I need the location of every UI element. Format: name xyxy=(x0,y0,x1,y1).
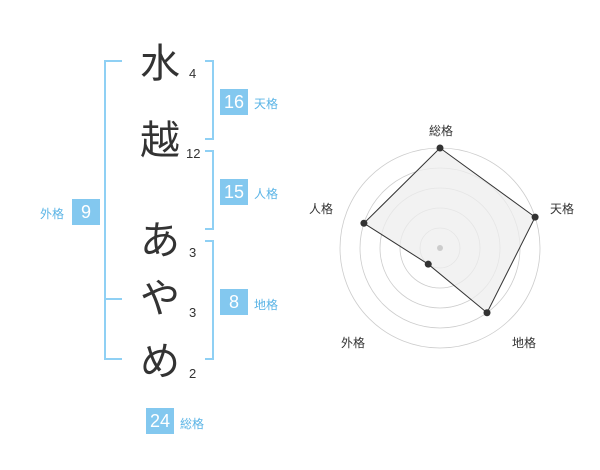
radar-point-4 xyxy=(360,219,368,227)
stroke-count-2: 12 xyxy=(186,146,201,161)
radar-point-1 xyxy=(531,213,539,221)
stroke-count-3: 3 xyxy=(189,245,197,260)
radar-data-polygon xyxy=(363,147,536,314)
name-char-3: あ xyxy=(140,218,180,264)
radar-axis-label-gaikaku: 外格 xyxy=(340,336,365,350)
name-char-2: 越 xyxy=(140,118,180,164)
jinkaku-value: 15 xyxy=(220,179,248,205)
soukaku-label: 総格 xyxy=(180,417,205,431)
name-char-5: め xyxy=(140,339,180,385)
gaikaku-value: 9 xyxy=(72,199,100,225)
jinkaku-label: 人格 xyxy=(254,187,279,201)
name-char-1: 水 xyxy=(140,41,180,87)
radar-axis-label-chikaku: 地格 xyxy=(511,336,536,350)
gaikaku-label: 外格 xyxy=(40,207,65,221)
tenkaku-value: 16 xyxy=(220,89,248,115)
radar-axis-label-soukaku: 総格 xyxy=(428,124,453,138)
stroke-count-4: 3 xyxy=(189,305,197,320)
radar-point-0 xyxy=(436,144,444,152)
radar-point-3 xyxy=(424,260,432,268)
chikaku-label: 地格 xyxy=(254,298,279,312)
soukaku-value: 24 xyxy=(146,408,174,434)
name-char-4: や xyxy=(140,276,180,322)
stroke-count-5: 2 xyxy=(189,366,197,381)
radar-center-point xyxy=(437,245,443,251)
radar-axis-label-jinkaku: 人格 xyxy=(308,202,333,216)
radar-chart xyxy=(339,144,541,349)
stroke-count-1: 4 xyxy=(189,66,197,81)
radar-point-2 xyxy=(483,309,491,317)
chikaku-value: 8 xyxy=(220,289,248,315)
tenkaku-label: 天格 xyxy=(254,97,279,111)
radar-axis-label-tenkaku: 天格 xyxy=(549,202,574,216)
